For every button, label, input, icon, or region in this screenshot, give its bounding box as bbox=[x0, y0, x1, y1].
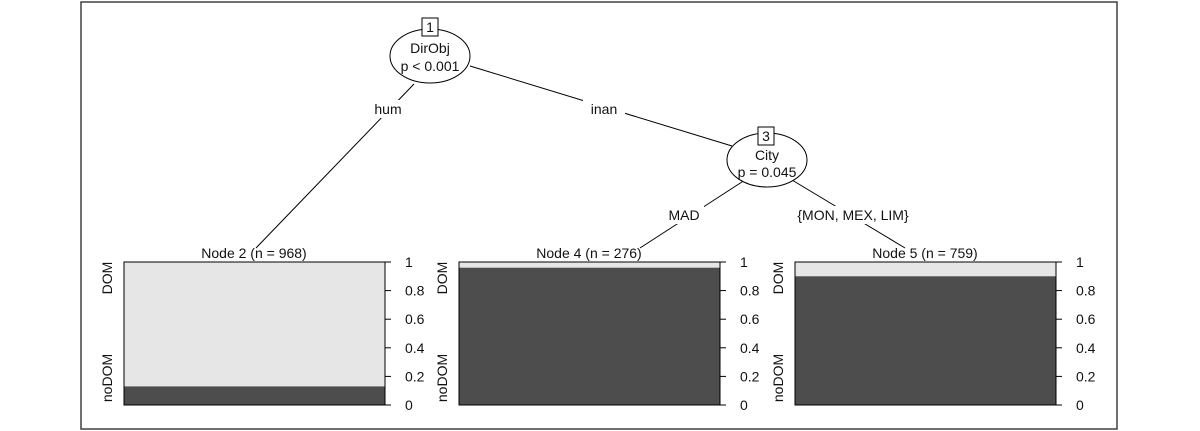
terminal-node-4-cat-bottom: noDOM bbox=[434, 354, 450, 402]
terminal-node-2-bar-dom bbox=[124, 262, 385, 405]
terminal-node-5-cat-top: DOM bbox=[770, 262, 786, 295]
inner-node-3-id: 3 bbox=[762, 128, 770, 144]
terminal-node-4-tick-label-0: 1 bbox=[740, 254, 748, 270]
terminal-node-2-tick-label-1: 0.8 bbox=[405, 283, 425, 299]
terminal-node-4-tick-label-5: 0 bbox=[740, 397, 748, 413]
terminal-node-5: Node 5 (n = 759) DOM noDOM 1 0.8 0.6 0.4 0.2… bbox=[770, 245, 1096, 413]
terminal-node-5-tick-label-0: 1 bbox=[1076, 254, 1084, 270]
inner-node-1-ellipse bbox=[389, 28, 471, 84]
terminal-node-4: Node 4 (n = 276) DOM noDOM 1 0.8 0.6 0.4 0.2… bbox=[434, 245, 760, 413]
terminal-node-4-cat-top: DOM bbox=[434, 262, 450, 295]
terminal-node-5-cat-bottom: noDOM bbox=[770, 354, 786, 402]
plot-frame bbox=[80, 1, 1118, 430]
terminal-node-5-axis: 1 0.8 0.6 0.4 0.2 0 bbox=[1056, 254, 1096, 413]
terminal-node-2-tick-label-3: 0.4 bbox=[405, 340, 425, 356]
terminal-node-4-axis: 1 0.8 0.6 0.4 0.2 0 bbox=[720, 254, 760, 413]
terminal-node-5-tick-label-1: 0.8 bbox=[1076, 283, 1096, 299]
edge-label-inan-bg bbox=[583, 100, 625, 118]
terminal-node-4-label: Node 4 (n = 276) bbox=[536, 245, 641, 261]
terminal-node-2-bar-nodom bbox=[124, 386, 385, 405]
inner-node-1-id-box bbox=[421, 17, 439, 37]
edge-label-inan: inan bbox=[591, 101, 617, 117]
edge-label-hum: hum bbox=[374, 101, 401, 117]
terminal-node-4-tick-label-3: 0.4 bbox=[740, 340, 760, 356]
inner-node-3: 3 City p = 0.045 bbox=[726, 126, 808, 188]
terminal-node-5-box bbox=[794, 261, 1057, 406]
terminal-node-5-bar-nodom bbox=[795, 276, 1056, 405]
terminal-node-4-tick-label-2: 0.6 bbox=[740, 311, 760, 327]
terminal-node-2-cat-top: DOM bbox=[99, 262, 115, 295]
inner-node-1-variable: DirObj bbox=[410, 40, 450, 56]
terminal-node-5-tick-label-5: 0 bbox=[1076, 397, 1084, 413]
inner-node-3-id-box bbox=[757, 126, 775, 146]
terminal-node-2-tick-label-2: 0.6 bbox=[405, 311, 425, 327]
inner-node-3-pvalue: p = 0.045 bbox=[738, 164, 797, 180]
edge-label-mon-mex-lim: {MON, MEX, LIM} bbox=[797, 207, 909, 223]
edge-label-mad: MAD bbox=[668, 207, 699, 223]
terminal-node-2-axis: 1 0.8 0.6 0.4 0.2 0 bbox=[385, 254, 425, 413]
terminal-node-5-tick-label-3: 0.4 bbox=[1076, 340, 1096, 356]
terminal-node-5-tick-label-4: 0.2 bbox=[1076, 368, 1096, 384]
inner-node-3-variable: City bbox=[755, 147, 779, 163]
terminal-node-2-tick-label-0: 1 bbox=[405, 254, 413, 270]
edge-label-mon-mex-lim-bg bbox=[790, 206, 916, 224]
terminal-node-2-label: Node 2 (n = 968) bbox=[201, 245, 306, 261]
edge-label-mad-bg bbox=[664, 206, 704, 224]
terminal-node-5-label: Node 5 (n = 759) bbox=[872, 245, 977, 261]
terminal-node-2: Node 2 (n = 968) DOM noDOM 1 0.8 0.6 0.4 0.2… bbox=[99, 245, 425, 413]
terminal-node-2-tick-label-4: 0.2 bbox=[405, 368, 425, 384]
terminal-node-2-tick-label-5: 0 bbox=[405, 397, 413, 413]
inner-node-1-id: 1 bbox=[426, 19, 434, 35]
terminal-node-2-box bbox=[123, 261, 386, 406]
terminal-node-2-cat-bottom: noDOM bbox=[99, 354, 115, 402]
terminal-node-4-tick-label-1: 0.8 bbox=[740, 283, 760, 299]
terminal-node-5-tick-label-2: 0.6 bbox=[1076, 311, 1096, 327]
terminal-node-4-tick-label-4: 0.2 bbox=[740, 368, 760, 384]
inner-node-1: 1 DirObj p < 0.001 bbox=[389, 17, 471, 84]
terminal-node-4-bar-nodom bbox=[459, 267, 720, 405]
edge-label-hum-bg bbox=[370, 100, 406, 118]
terminal-node-4-box bbox=[458, 261, 721, 406]
inner-node-1-pvalue: p < 0.001 bbox=[401, 58, 460, 74]
